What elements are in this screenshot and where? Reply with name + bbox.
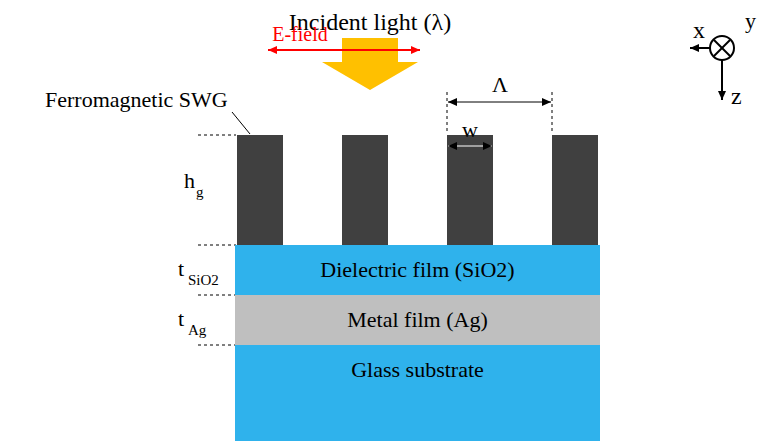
period-arrow	[448, 102, 551, 103]
dim-subscript: Ag	[188, 323, 206, 338]
glass-substrate: Glass substrate	[235, 345, 600, 441]
width-arrow	[448, 146, 492, 147]
leader-line	[232, 112, 250, 134]
metal-layer: Metal film (Ag)	[235, 295, 600, 345]
grating-label: Ferromagnetic SWG	[45, 89, 228, 111]
dim-symbol: h	[184, 170, 195, 192]
layer-label: Glass substrate	[351, 357, 484, 383]
axis-label: y	[745, 10, 756, 32]
efield-label: E-field	[272, 24, 328, 44]
axis-label: z	[731, 84, 742, 108]
layer-label: Metal film (Ag)	[347, 307, 488, 333]
grating-bars	[237, 135, 598, 245]
dim-symbol: t	[178, 308, 184, 330]
axis-label: x	[693, 18, 705, 42]
light-arrow	[322, 38, 418, 90]
period-label: Λ	[492, 74, 508, 96]
layer-label: Dielectric film (SiO2)	[320, 257, 514, 283]
efield-arrow	[268, 49, 420, 51]
dim-subscript: SiO2	[188, 273, 219, 288]
width-label: w	[462, 119, 478, 141]
dim-symbol: t	[178, 258, 184, 280]
dielectric-layer: Dielectric film (SiO2)	[235, 245, 600, 295]
dim-subscript: g	[196, 185, 204, 200]
axes-symbol	[690, 36, 734, 100]
